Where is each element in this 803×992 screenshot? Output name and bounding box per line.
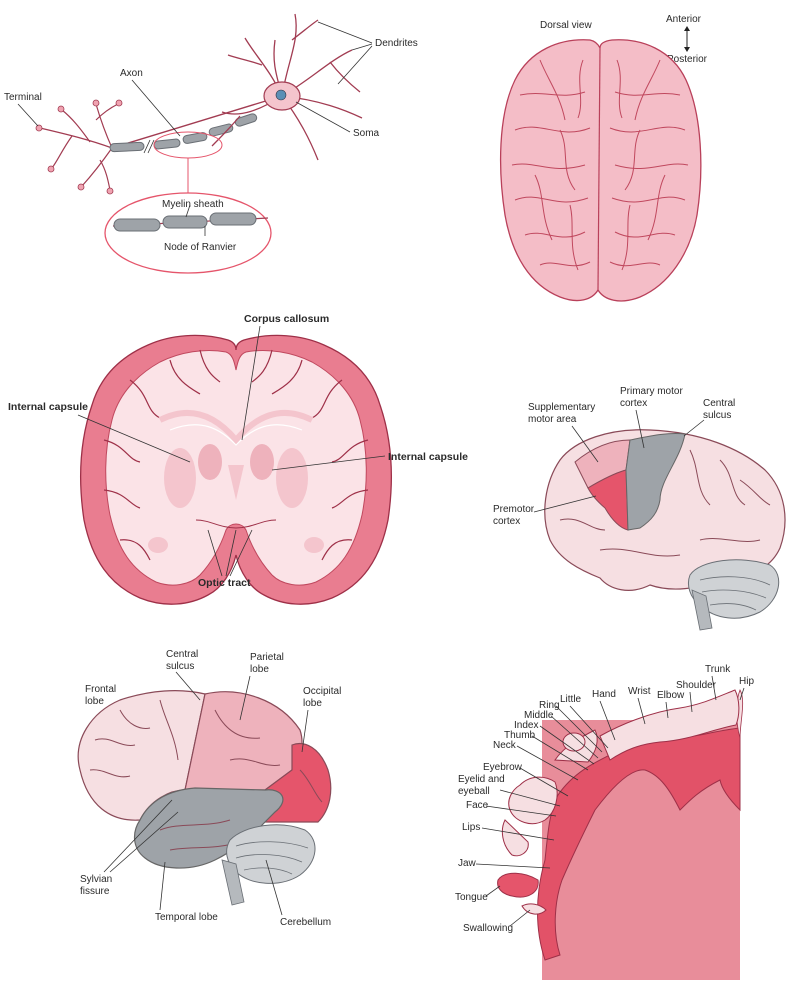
label-corpus-callosum: Corpus callosum [244,313,329,325]
lobes-panel: Central sulcus Parietal lobe Frontal lob… [77,649,341,928]
label-lobes-central-2: sulcus [166,661,194,672]
terminal-buttons [35,99,123,195]
label-middle: Middle [524,710,554,721]
label-eyelid-1: Eyelid and [458,774,505,785]
label-parietal-1: Parietal [250,652,284,663]
label-lips: Lips [462,822,480,833]
label-tongue: Tongue [455,892,488,903]
label-little: Little [560,694,582,705]
label-neck: Neck [493,740,517,751]
label-central-sulcus-1: Central [703,398,735,409]
label-elbow: Elbow [657,690,685,701]
label-terminal: Terminal [4,92,42,103]
label-internal-capsule-right: Internal capsule [388,451,468,463]
label-myelin-sheath: Myelin sheath [162,199,224,210]
coronal-section-panel: Corpus callosum Internal capsule Interna… [8,313,468,605]
label-posterior: Posterior [667,54,708,65]
label-dorsal-view: Dorsal view [540,20,592,31]
label-hand: Hand [592,689,616,700]
label-primary-motor-2: cortex [620,398,647,409]
motor-gyri [559,449,771,557]
label-dendrites: Dendrites [375,38,418,49]
label-anterior: Anterior [666,14,702,25]
label-parietal-2: lobe [250,664,269,675]
label-eyelid-2: eyeball [458,786,490,797]
motor-areas-panel: Supplementary motor area Primary motor c… [493,386,786,631]
label-face: Face [466,800,489,811]
dorsal-gyri [511,59,689,271]
lobe-gyri [89,699,323,851]
label-soma: Soma [353,128,380,139]
axon-terminals [39,103,119,191]
label-index: Index [514,720,538,731]
label-supplementary-2: motor area [528,414,577,425]
label-supplementary-1: Supplementary [528,402,595,413]
label-premotor-2: cortex [493,516,520,527]
label-node-of-ranvier: Node of Ranvier [164,242,237,253]
primary-motor-cortex [625,433,686,531]
label-hip: Hip [739,676,754,687]
label-sylvian-2: fissure [80,886,110,897]
label-jaw: Jaw [458,858,477,869]
label-frontal-1: Frontal [85,684,116,695]
label-primary-motor-1: Primary motor [620,386,683,397]
dorsal-brain [499,39,702,302]
nucleus [275,89,287,101]
homunculus-figure [497,689,740,915]
neuron-panel: Terminal Axon Dendrites Soma Myelin shea… [4,13,418,274]
label-temporal-lobe: Temporal lobe [155,912,218,923]
label-optic-tract: Optic tract [198,577,251,589]
premotor-cortex [587,469,629,531]
label-occipital-1: Occipital [303,686,341,697]
motor-cerebellum [687,559,780,631]
label-sylvian-1: Sylvian [80,874,112,885]
coronal-deep-structures [148,409,324,553]
label-trunk: Trunk [705,664,731,675]
label-premotor-1: Premotor [493,504,535,515]
direction-arrow-icon [684,26,690,52]
label-axon: Axon [120,68,143,79]
lobe-cerebellum [221,824,316,906]
label-central-sulcus-2: sulcus [703,410,731,421]
label-internal-capsule-left: Internal capsule [8,401,88,413]
label-lobes-central-1: Central [166,649,198,660]
label-swallowing: Swallowing [463,923,513,934]
homunculus-panel: Trunk Hip Shoulder Wrist Elbow Hand Litt… [455,664,754,980]
label-occipital-2: lobe [303,698,322,709]
label-eyebrow: Eyebrow [483,762,523,773]
label-cerebellum: Cerebellum [280,917,331,928]
axon-with-myelin [109,95,283,154]
label-shoulder: Shoulder [676,680,717,691]
inset-axon [112,212,269,232]
dorsal-view-panel: Dorsal view Anterior Posterior [499,14,708,302]
label-ring: Ring [539,700,560,711]
label-wrist: Wrist [628,686,651,697]
label-thumb: Thumb [504,730,536,741]
label-frontal-2: lobe [85,696,104,707]
coronal-sulci [103,349,369,561]
